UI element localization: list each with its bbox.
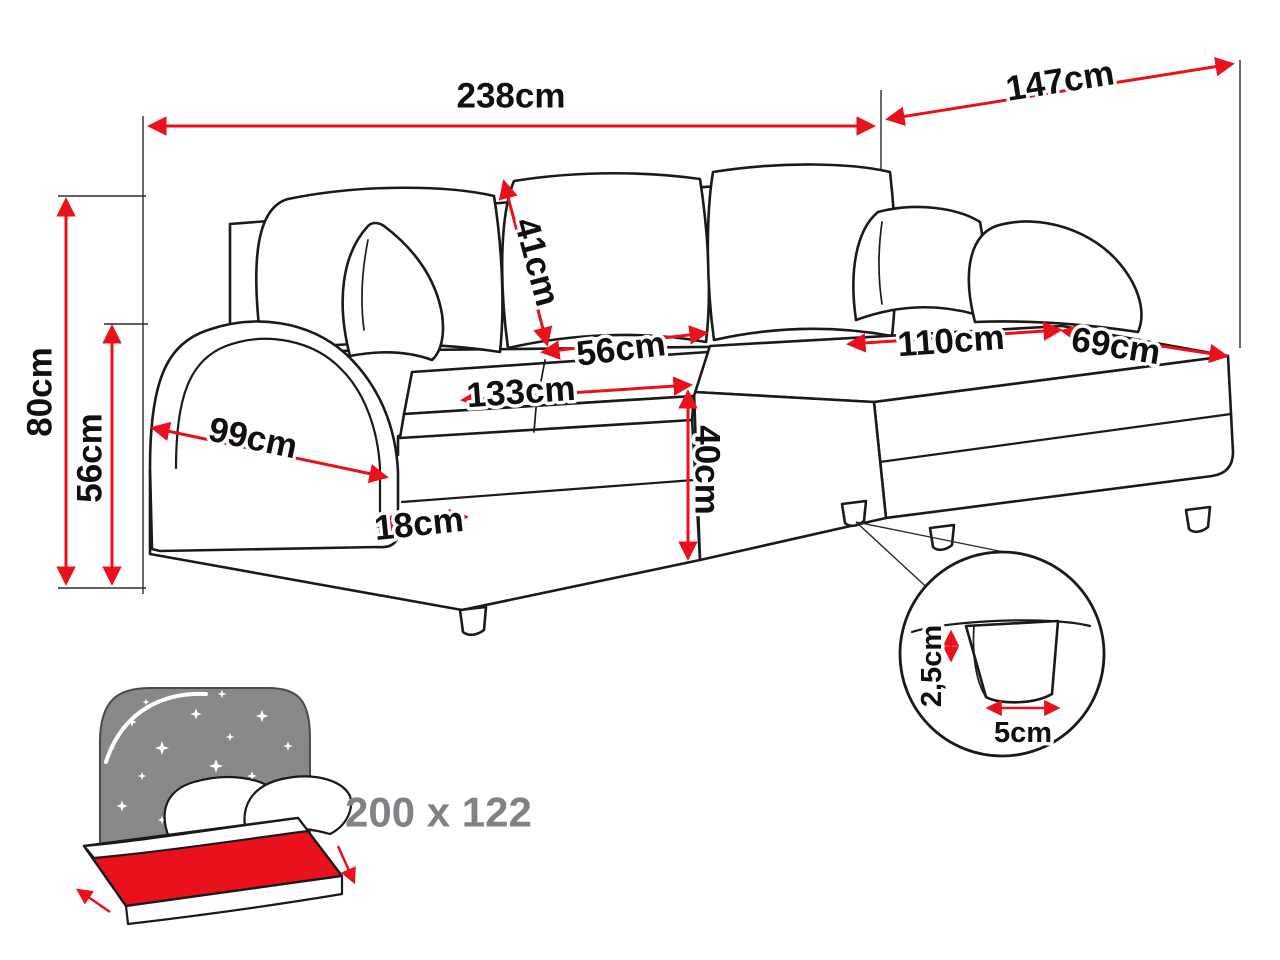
dim-line-armrest-length <box>150 421 389 484</box>
label-total-width: 238cm <box>457 77 566 116</box>
dim-line-armrest-width <box>374 508 469 535</box>
leg-detail-leader-1 <box>855 521 935 595</box>
dim-line-seat-front-width <box>460 376 693 409</box>
label-backrest-height: 56cm <box>71 413 110 503</box>
sofa-foot-right <box>1184 505 1212 534</box>
leg-detail: 2,5cm 5cm <box>855 521 1106 758</box>
label-leg-width: 5cm <box>994 717 1052 749</box>
dimension-lines <box>56 56 1235 586</box>
armrest-left-inner-line <box>174 337 382 542</box>
leg-detail-leg-edge <box>972 625 987 698</box>
sofa-foot-corner <box>840 499 868 528</box>
dim-line-chaise-end-width <box>1060 323 1229 364</box>
dim-line-seat-depth <box>540 325 709 360</box>
dim-line-chaise-length <box>846 321 1063 353</box>
unfold-arrow-left <box>75 888 111 914</box>
label-seat-front-width: 133cm <box>465 369 576 416</box>
sofa-base-seam <box>400 478 696 504</box>
chaise-front-face <box>872 354 1235 520</box>
mattress-side <box>124 874 344 926</box>
deco-pillow-left-crease <box>361 239 369 331</box>
armrest-right <box>967 220 1143 334</box>
bed-pictogram: 200 x 122 <box>75 687 532 926</box>
label-sleeping-area: 200 x 122 <box>345 789 532 836</box>
unfold-arrow-right <box>336 845 356 885</box>
dim-line-back-cushion-height <box>498 179 553 347</box>
reference-lines <box>58 60 1241 594</box>
leg-detail-sofa-bottom <box>910 619 1092 634</box>
sofa-sketch <box>148 163 1235 637</box>
sofa-foot-chaise <box>928 523 956 552</box>
label-total-height: 80cm <box>21 347 60 437</box>
dim-line-total-depth <box>885 56 1235 127</box>
deco-pillow-left <box>341 221 445 362</box>
label-chaise-length: 110cm <box>896 318 1006 364</box>
sofa-foot-front-left <box>458 605 488 637</box>
chaise-front-seam <box>878 412 1233 464</box>
back-cushion-right <box>706 163 897 342</box>
deco-pillow-right-crease <box>878 221 883 305</box>
label-total-depth: 147cm <box>1003 53 1117 109</box>
label-leg-height: 2,5cm <box>916 625 948 707</box>
deco-pillow-right <box>852 205 986 322</box>
sheet-fold <box>82 816 310 860</box>
label-seat-height: 40cm <box>688 425 727 515</box>
leg-detail-leader-2 <box>855 521 1005 553</box>
